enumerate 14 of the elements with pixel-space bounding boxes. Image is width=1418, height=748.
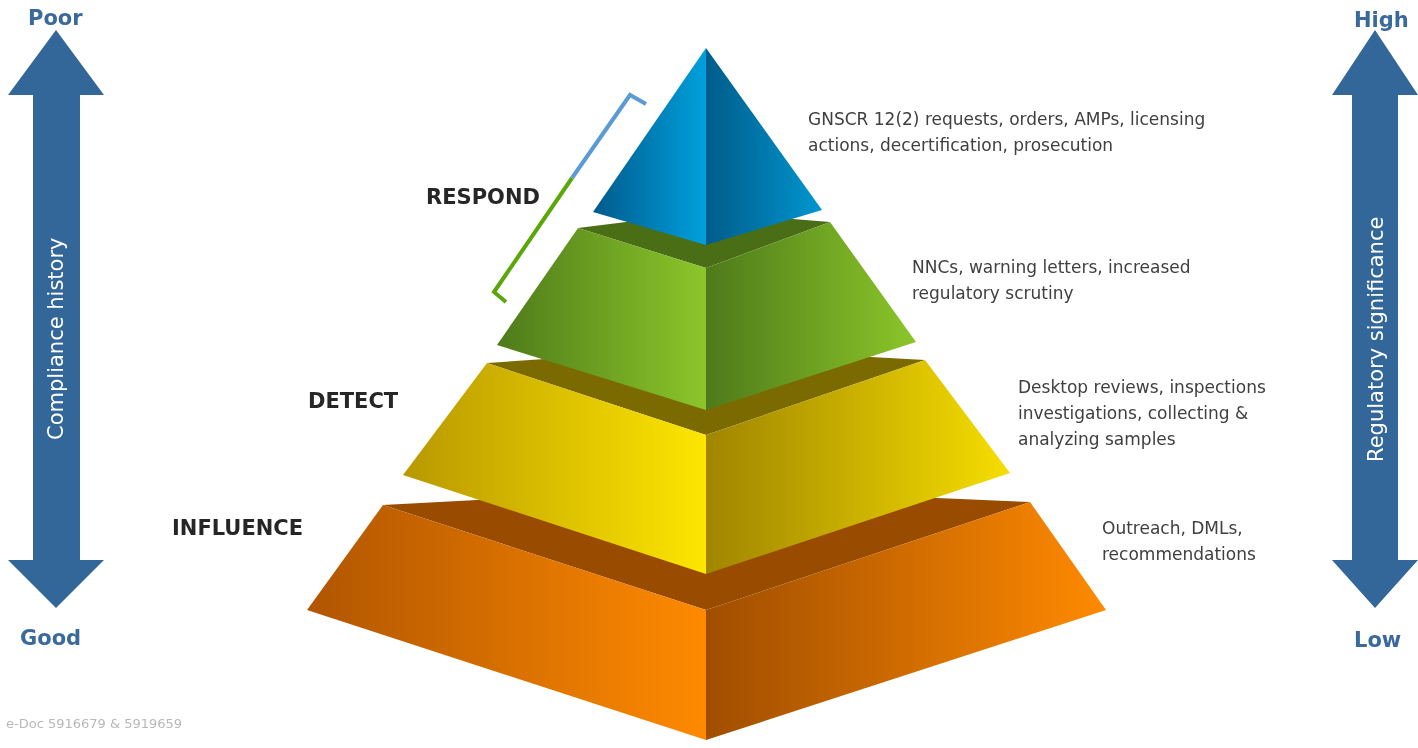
axis-label: Compliance history xyxy=(44,237,68,440)
axis-end-label: Good xyxy=(20,626,83,650)
level-description: GNSCR 12(2) requests, orders, AMPs, licensing actions, decertification, prosecution xyxy=(808,108,1207,157)
document-reference: e-Doc 5916679 & 5919659 xyxy=(6,716,184,731)
axis-end-label: High xyxy=(1354,8,1410,32)
level-title: INFLUENCE xyxy=(172,516,305,540)
level-description: NNCs, warning letters, increased regulatory scrutiny xyxy=(912,256,1192,305)
axis-label: Regulatory significance xyxy=(1364,216,1388,462)
axis-end-label: Poor xyxy=(28,6,84,30)
level-title: DETECT xyxy=(308,389,400,413)
axis-end-label: Low xyxy=(1354,628,1403,652)
level-description: Outreach, DMLs, recommendations xyxy=(1102,517,1257,566)
level-title: RESPOND xyxy=(426,185,541,209)
level-description: Desktop reviews, inspections investigations, collecting & analyzing samples xyxy=(1018,376,1267,451)
